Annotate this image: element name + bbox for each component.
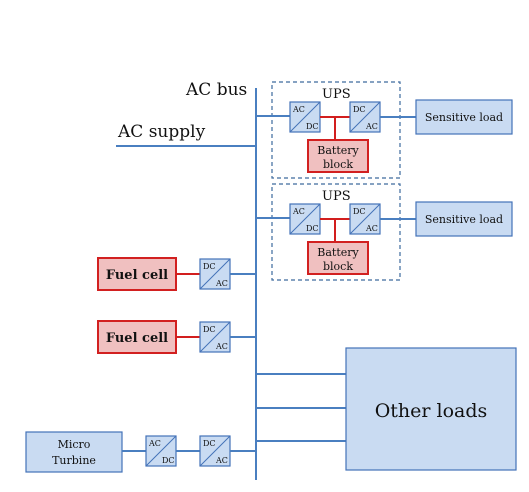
micro-turbine: [25, 431, 123, 473]
fuel-cell-2-label: Fuel cell: [106, 331, 168, 346]
ups-2-battery-line2: block: [323, 260, 353, 273]
fuel-cell-1-converter: DC AC: [199, 258, 231, 290]
ups-2-title: UPS: [322, 189, 351, 204]
ups-2-inverter-bottom: AC: [365, 224, 378, 233]
fuel-cell-1-converter-top: DC: [203, 262, 216, 271]
ups-2: UPS AC DC DC AC Battery block Sensitive …: [256, 183, 513, 281]
ups-2-inverter: DC AC: [349, 203, 381, 235]
ups-2-rectifier-top: AC: [292, 207, 305, 216]
fuel-cell-1: [97, 257, 177, 291]
fuel-cell-2-converter-bottom: AC: [215, 342, 228, 351]
ups-2-frame: [271, 183, 401, 281]
other-loads-label: Other loads: [375, 400, 488, 422]
micro-turbine-line2: Turbine: [52, 454, 96, 467]
ups-1: UPS AC DC DC AC Battery block Sensitive: [256, 81, 513, 179]
micro-turbine-converter-2: DC AC: [199, 435, 231, 467]
fuel-cell-1-converter-bottom: AC: [215, 279, 228, 288]
ups-1-inverter: DC AC: [349, 101, 381, 133]
ups-2-inverter-top: DC: [353, 207, 366, 216]
sensitive-load-1: [415, 99, 513, 135]
micro-turbine-line1: Micro: [58, 438, 91, 451]
fuel-cell-2-branch: Fuel cell DC AC: [97, 320, 256, 354]
fuel-cell-1-label: Fuel cell: [106, 268, 168, 283]
micro-turbine-converter-2-top: DC: [203, 439, 216, 448]
fuel-cell-1-branch: Fuel cell DC AC: [97, 257, 256, 291]
ups-1-rectifier-top: AC: [292, 105, 305, 114]
ups-1-battery-block: Battery block: [307, 139, 369, 173]
ups-2-rectifier-bottom: DC: [306, 224, 319, 233]
micro-turbine-converter-2-bottom: AC: [215, 456, 228, 465]
ups-1-rectifier: AC DC: [289, 101, 321, 133]
fuel-cell-2-converter: DC AC: [199, 321, 231, 353]
fuel-cell-2-converter-top: DC: [203, 325, 216, 334]
other-loads-branch: Other loads: [256, 347, 517, 471]
ac-supply-label: AC supply: [117, 122, 206, 142]
micro-turbine-converter-1: AC DC: [145, 435, 177, 467]
ups-1-battery-line1: Battery: [317, 144, 359, 157]
ups-2-battery-line1: Battery: [317, 246, 359, 259]
other-loads: [345, 347, 517, 471]
micro-turbine-branch: Micro Turbine AC DC DC AC: [25, 431, 256, 473]
ups-1-battery-line2: block: [323, 158, 353, 171]
ups-1-frame: [271, 81, 401, 179]
micro-turbine-converter-1-bottom: DC: [162, 456, 175, 465]
sensitive-load-2: [415, 201, 513, 237]
sensitive-load-1-label: Sensitive load: [425, 111, 503, 124]
ups-1-inverter-top: DC: [353, 105, 366, 114]
ups-1-title: UPS: [322, 87, 351, 102]
micro-turbine-converter-1-top: AC: [148, 439, 161, 448]
ups-2-battery-block: Battery block: [307, 241, 369, 275]
ups-2-rectifier: AC DC: [289, 203, 321, 235]
ups-1-rectifier-bottom: DC: [306, 122, 319, 131]
fuel-cell-2: [97, 320, 177, 354]
ac-bus-label: AC bus: [185, 80, 247, 100]
sensitive-load-2-label: Sensitive load: [425, 213, 503, 226]
ups-1-inverter-bottom: AC: [365, 122, 378, 131]
